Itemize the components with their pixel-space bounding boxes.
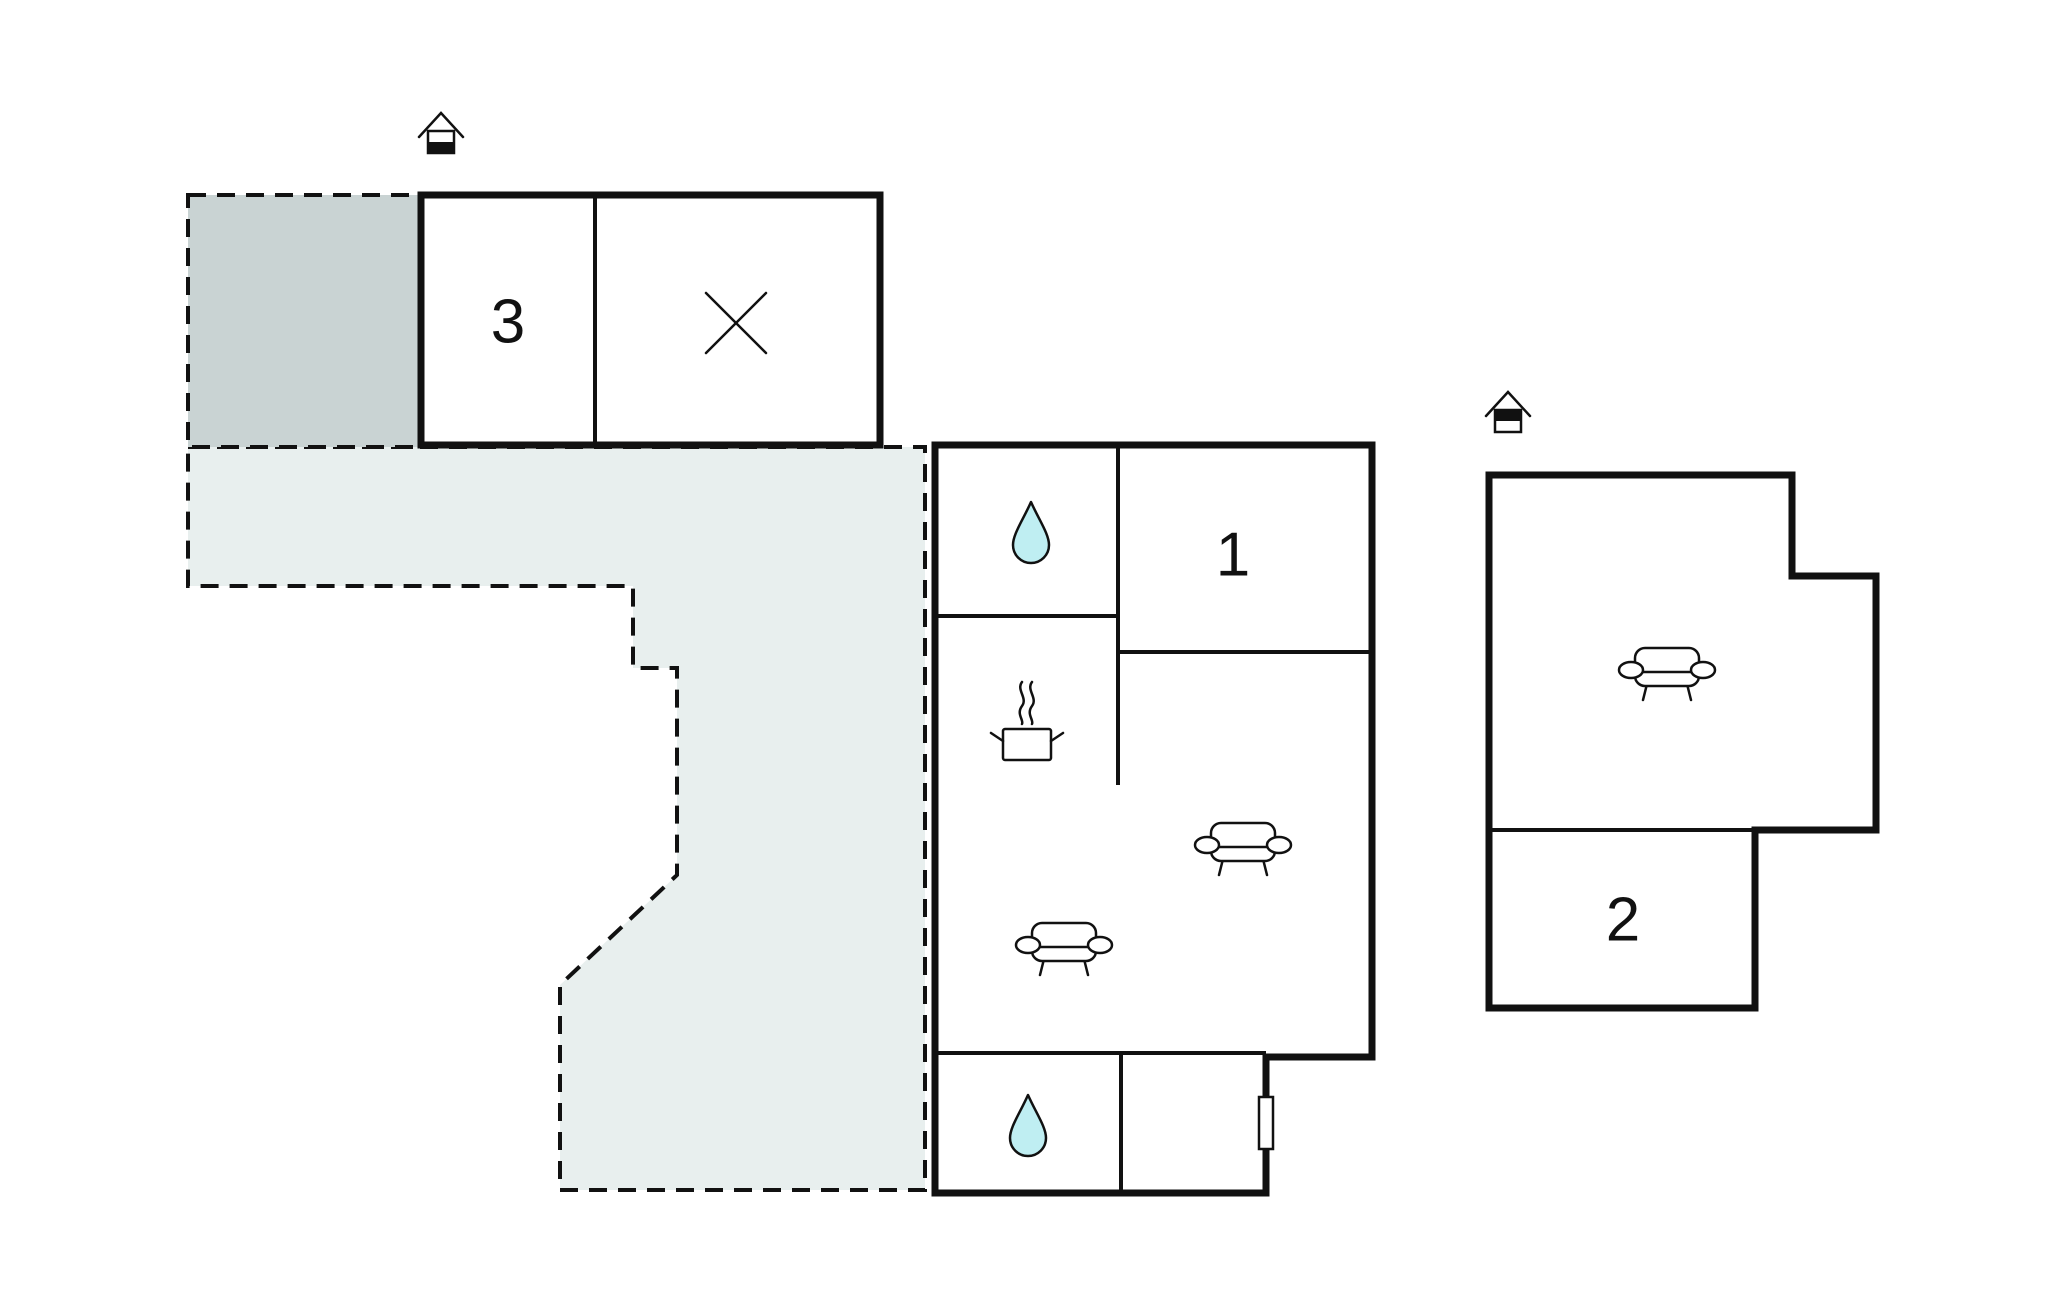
main-building-walls xyxy=(931,441,1376,1197)
upper-building-walls xyxy=(417,191,884,449)
sofa-icon xyxy=(1193,821,1293,877)
room-2-label: 2 xyxy=(1606,886,1640,955)
entrance-icon xyxy=(1484,390,1532,434)
entrance-icon xyxy=(417,111,465,155)
window-icon xyxy=(1257,1095,1275,1151)
room-1-label: 1 xyxy=(1216,521,1250,590)
room-3-label: 3 xyxy=(491,288,525,357)
terrace-area xyxy=(186,445,927,1192)
sofa-icon xyxy=(1014,921,1114,977)
bathroom-icon xyxy=(1011,500,1051,565)
no-access-icon xyxy=(704,291,768,355)
annex-building-walls xyxy=(1485,471,1880,1012)
sofa-icon xyxy=(1617,646,1717,702)
covered-terrace-area xyxy=(186,193,423,449)
kitchen-icon xyxy=(989,680,1065,762)
bathroom-icon xyxy=(1008,1093,1048,1158)
